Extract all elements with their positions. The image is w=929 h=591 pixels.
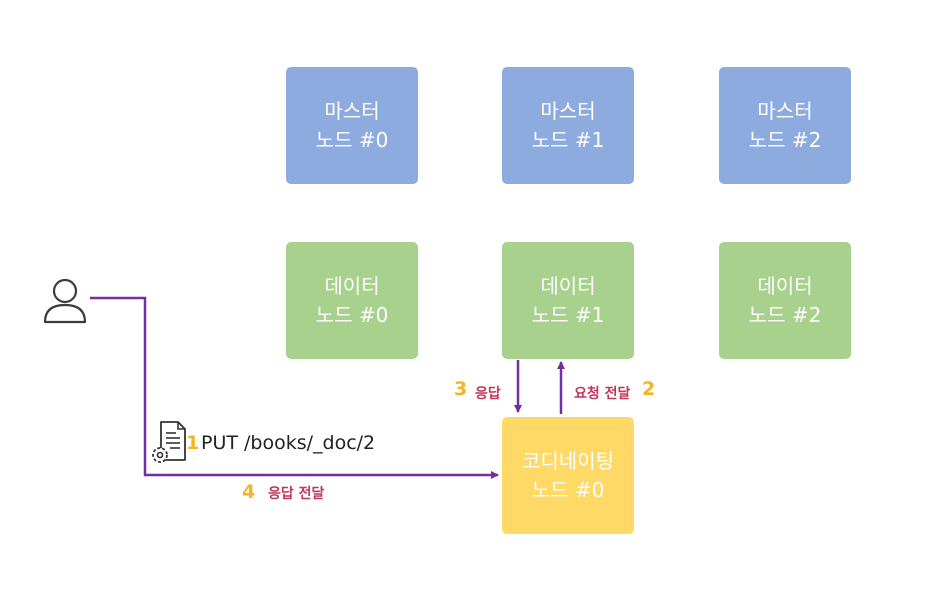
master-node-0: 마스터 노드 #0 — [286, 67, 418, 184]
forward-response-label: 응답 전달 — [268, 486, 325, 502]
user-icon — [43, 278, 87, 324]
document-settings-icon — [152, 421, 186, 463]
coordinating-node: 코디네이팅 노드 #0 — [502, 417, 634, 534]
master-node-1: 마스터 노드 #1 — [502, 67, 634, 184]
step-4-number: 4 — [242, 481, 256, 503]
master-node-2-line2: 노드 #2 — [748, 127, 822, 152]
response-label: 응답 — [475, 386, 501, 402]
master-node-1-line1: 마스터 — [540, 98, 596, 123]
data-node-0-line2: 노드 #0 — [315, 302, 389, 327]
request-label: PUT /books/_doc/2 — [201, 432, 376, 454]
request-arrow — [90, 296, 499, 479]
data-node-2: 데이터 노드 #2 — [719, 242, 851, 359]
master-node-1-line2: 노드 #1 — [531, 127, 605, 152]
data-node-0-line1: 데이터 — [324, 273, 380, 298]
forward-request-label: 요청 전달 — [574, 386, 631, 402]
data-node-2-line2: 노드 #2 — [748, 302, 822, 327]
master-node-2-line1: 마스터 — [757, 98, 813, 123]
master-node-2: 마스터 노드 #2 — [719, 67, 851, 184]
step-3-number: 3 — [454, 378, 468, 400]
coordinating-node-line2: 노드 #0 — [531, 477, 605, 502]
data-node-1-line1: 데이터 — [540, 273, 596, 298]
master-node-0-line2: 노드 #0 — [315, 127, 389, 152]
step-2-number: 2 — [642, 378, 656, 400]
step-1-number: 1 — [186, 432, 200, 454]
coordinating-node-line1: 코디네이팅 — [522, 448, 614, 473]
master-node-0-line1: 마스터 — [324, 98, 380, 123]
data-node-1-line2: 노드 #1 — [531, 302, 605, 327]
data-node-0: 데이터 노드 #0 — [286, 242, 418, 359]
data-node-1: 데이터 노드 #1 — [502, 242, 634, 359]
data-node-2-line1: 데이터 — [757, 273, 813, 298]
